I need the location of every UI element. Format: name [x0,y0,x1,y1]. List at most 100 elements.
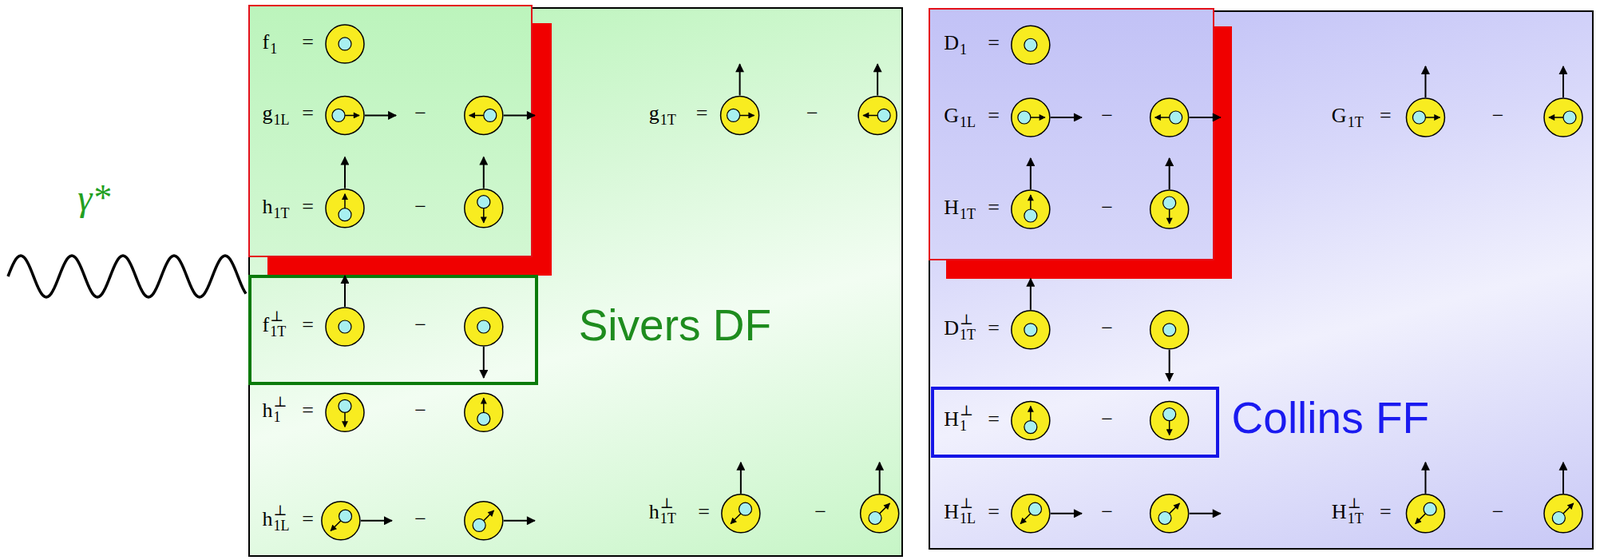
nucleon-spin-arrow [364,114,397,116]
photon-wave [7,255,246,298]
spin-picture [1150,401,1189,440]
subscript: 1L [273,112,290,127]
superscript: ⊥ [959,403,974,418]
superscript: ⊥ [660,495,674,511]
nucleon-circle [1544,98,1583,137]
quark-dot [1412,110,1426,124]
nucleon-spin-arrow [1562,462,1565,494]
quark-dot [1024,323,1038,337]
subscript: 1L [273,518,290,533]
nucleon-spin-arrow [344,275,346,307]
equals-sign: = [696,102,709,124]
equals-sign: = [987,317,1000,339]
equals-sign: = [1379,105,1392,127]
function-symbol: G [1331,105,1347,127]
spin-picture [1011,25,1050,64]
nucleon-circle [1405,98,1445,137]
nucleon-circle [464,307,503,346]
nucleon-spin-arrow [360,519,393,522]
nucleon-circle [860,494,900,533]
nucleon-spin-arrow [503,114,535,116]
function-symbol: f [261,314,270,336]
quark-dot [339,509,353,523]
equals-sign: = [301,31,314,53]
equals-sign: = [987,32,1000,54]
subscript: 1 [959,42,967,57]
nucleon-spin-arrow [1168,158,1171,190]
minus-sign: − [414,314,427,336]
nucleon-spin-arrow [876,63,879,96]
equals-sign: = [697,501,710,523]
spin-picture [325,392,365,432]
nucleon-spin-arrow [1424,66,1426,98]
quark-dot [868,511,882,525]
quark-dot [1024,38,1038,52]
minus-sign: − [1100,105,1113,127]
nucleon-spin-arrow [879,462,881,494]
nucleon-spin-arrow [1168,349,1171,381]
minus-sign: − [1100,408,1113,430]
nucleon-circle [720,95,760,135]
subscript: 1T [959,206,976,222]
nucleon-spin-arrow [740,462,742,494]
equals-sign: = [301,314,314,336]
minus-sign: − [414,102,427,124]
fragmentation-panel: D1=G1L=−H1T=−H1⊥=−Collins FFG1T=−D1T⊥=−H… [928,10,1594,550]
nucleon-circle [325,392,365,432]
nucleon-spin-arrow [1189,512,1221,515]
subscript: 1T [959,327,976,342]
quark-dot [1017,110,1031,124]
quark-dot [483,108,497,122]
quark-dot [338,208,352,222]
equals-sign: = [301,196,314,218]
nucleon-circle [325,95,365,135]
superscript: ⊥ [273,394,287,409]
function-symbol: h [649,501,660,523]
nucleon-circle [464,95,503,135]
function-symbol: g [649,102,660,124]
nucleon-circle [1544,494,1583,533]
equals-sign: = [987,408,1000,430]
function-symbol: H [1331,501,1347,523]
superscript: ⊥ [959,312,974,327]
heading-label: Collins FF [1231,396,1430,440]
minus-sign: − [1100,317,1113,339]
distribution-panel: f1=g1L=−h1T=−f1T⊥=−Sivers DFg1T=−h1⊥=−h1… [248,7,904,557]
nucleon-circle [1011,98,1050,137]
function-symbol: h [261,400,273,421]
quark-dot [332,108,345,122]
nucleon-circle [325,189,365,228]
equals-sign: = [987,197,1000,218]
nucleon-circle [1011,494,1050,533]
quark-dot [1024,420,1038,434]
nucleon-circle [1011,190,1050,229]
nucleon-circle [464,392,503,432]
nucleon-spin-arrow [344,157,346,189]
function-symbol: D [943,317,959,339]
minus-sign: − [1492,501,1505,523]
subscript: 1 [273,409,281,424]
nucleon-spin-arrow [483,157,485,189]
quark-dot [1158,511,1172,525]
quark-dot [1163,196,1177,210]
subscript: 1T [660,510,677,526]
function-symbol: G [943,105,959,127]
function-symbol: f [261,31,270,53]
nucleon-circle [464,189,503,228]
nucleon-circle [721,494,761,533]
nucleon-circle [1011,401,1050,440]
nucleon-spin-arrow [1424,462,1426,494]
nucleon-spin-arrow [1189,116,1221,119]
subscript: 1T [269,324,286,339]
function-symbol: H [943,197,959,218]
photon-label: γ* [77,179,111,217]
subscript: 1T [660,112,677,127]
spin-picture [1011,401,1050,440]
nucleon-spin-arrow [1029,158,1032,190]
subscript: 1 [959,418,967,433]
nucleon-circle [325,24,365,64]
superscript: ⊥ [1347,495,1362,511]
nucleon-circle [1150,190,1189,229]
nucleon-spin-arrow [483,346,485,378]
